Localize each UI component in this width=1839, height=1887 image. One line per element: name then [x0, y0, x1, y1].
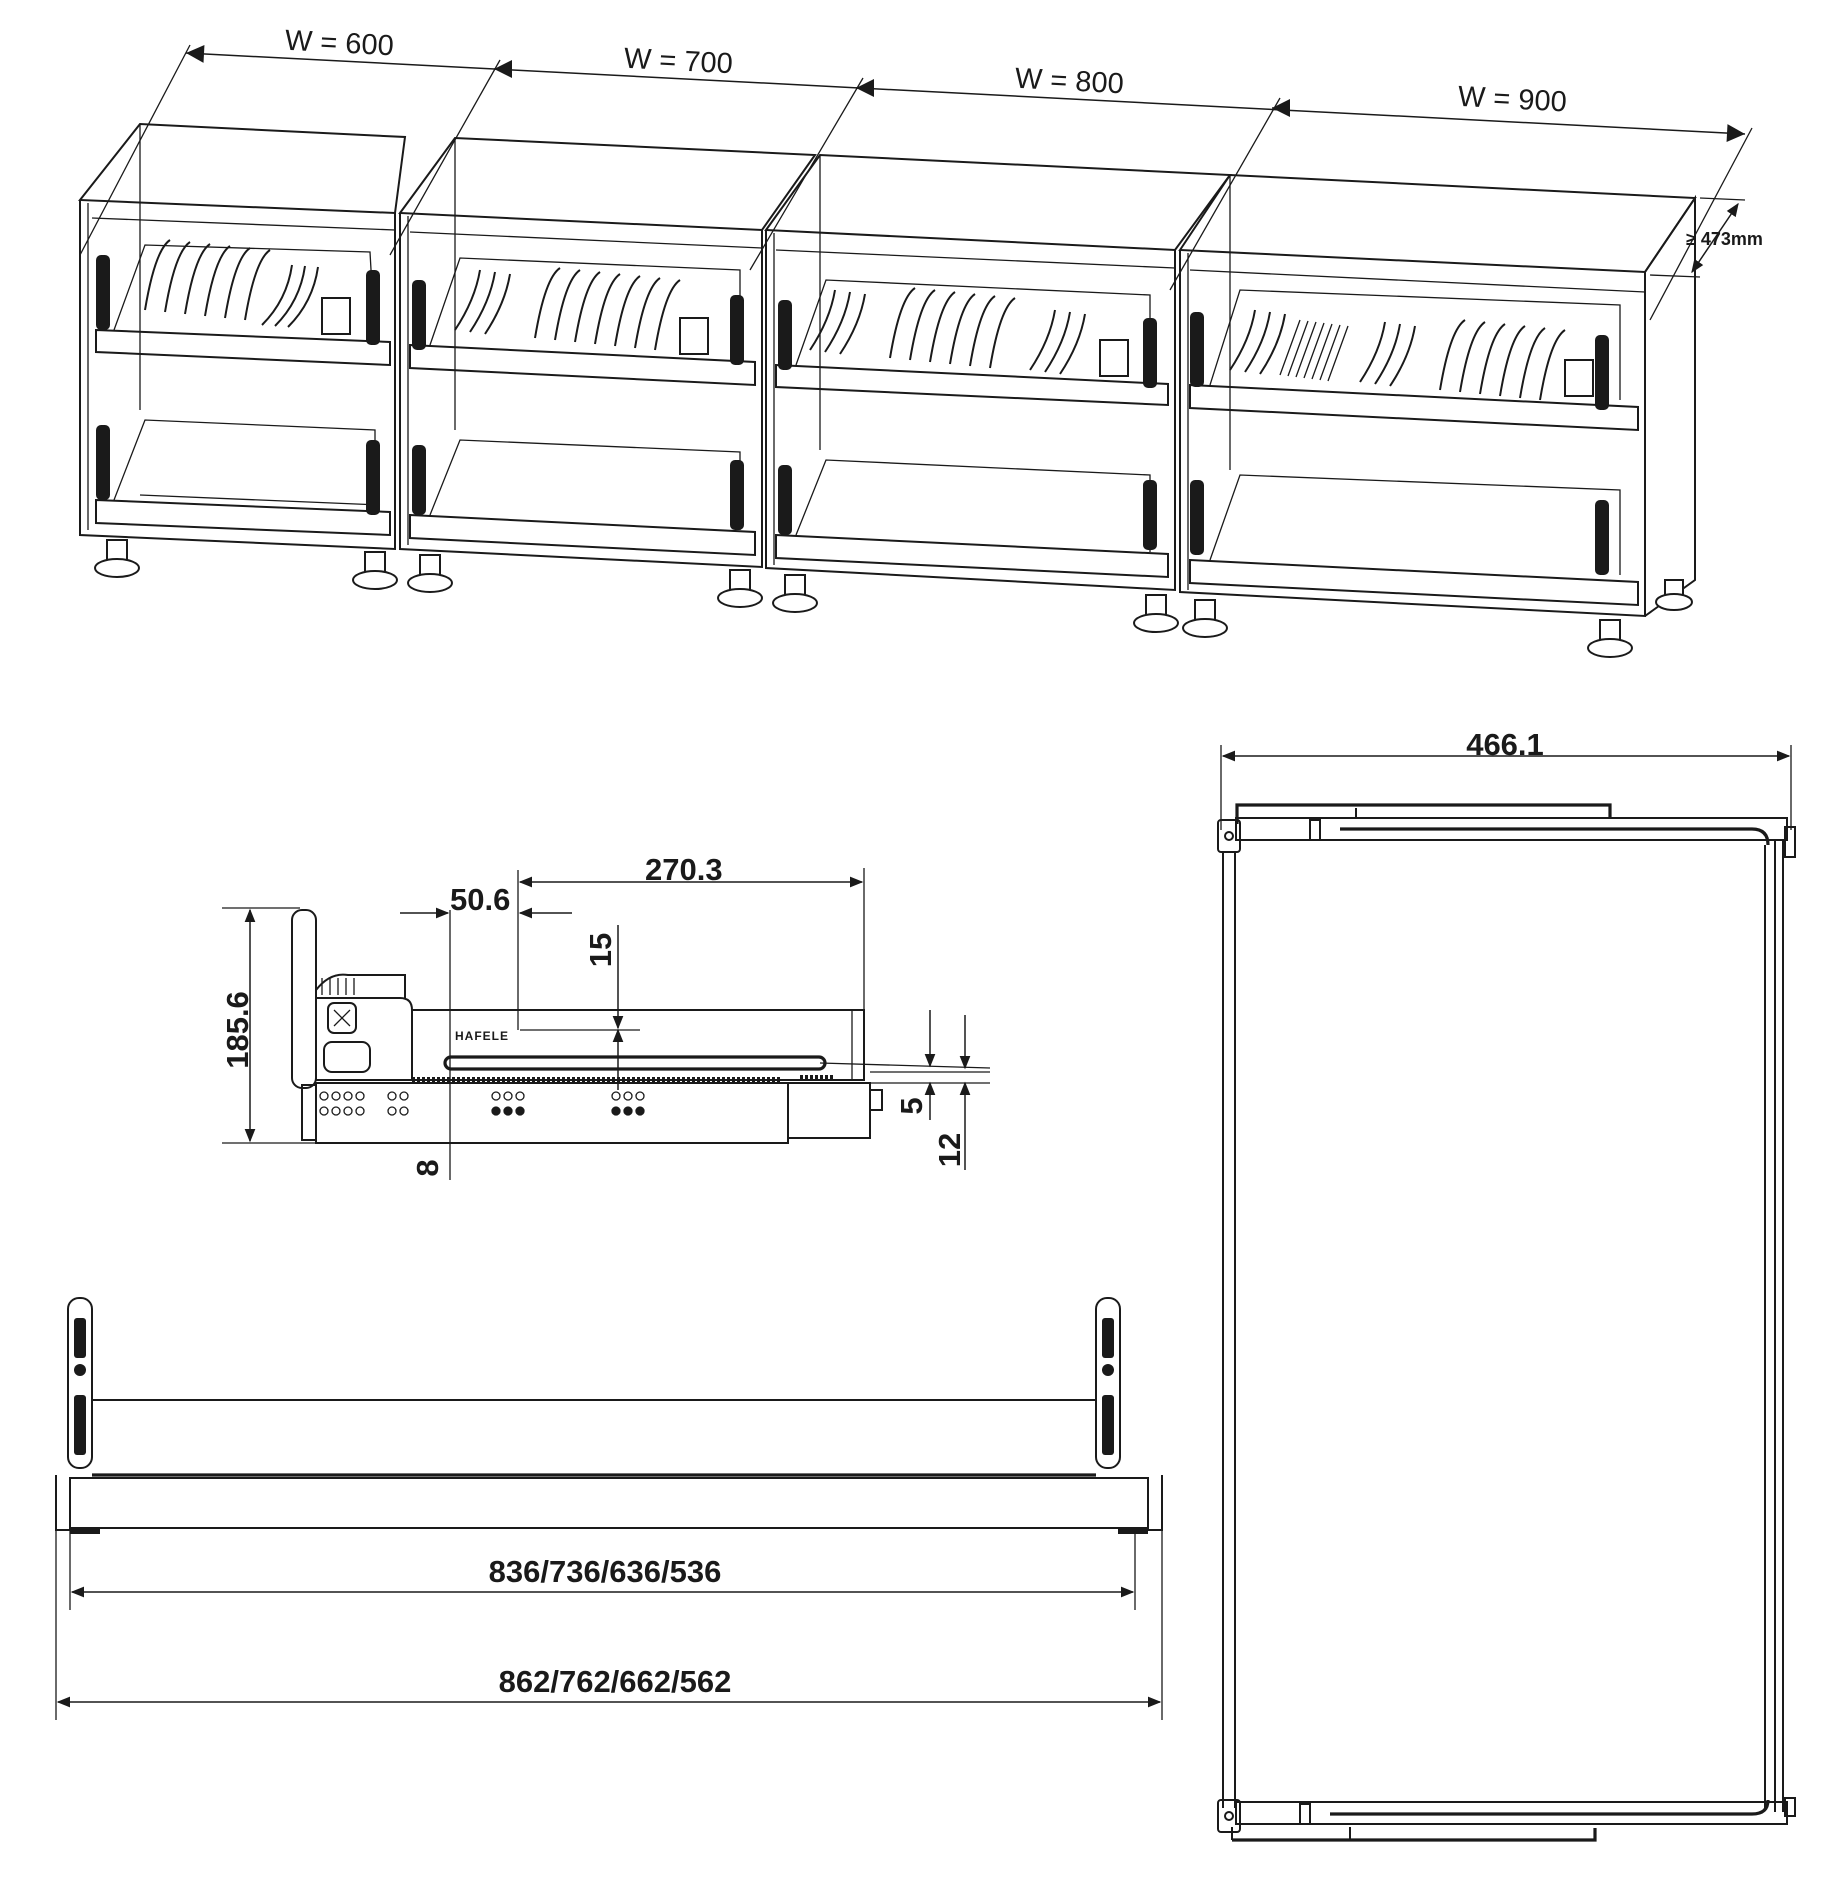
inner-width-label: 836/736/636/536 [489, 1554, 722, 1589]
depth-dimension [1649, 197, 1746, 278]
top-view: 466.1 [1217, 727, 1796, 1842]
cutlery-tray-hatch [1279, 319, 1349, 382]
offset-label: 50.6 [450, 882, 510, 917]
depth-label: ≥ 473mm [1686, 229, 1763, 249]
leveling-foot [1182, 599, 1228, 638]
leveling-foot [1133, 594, 1179, 633]
length-label: 270.3 [645, 852, 723, 887]
gap-small-label: 5 [894, 1097, 929, 1114]
leveling-foot [94, 539, 140, 578]
cabinet-700 [398, 136, 817, 608]
gap-large-label: 12 [932, 1133, 967, 1167]
corner-bolt-icon [1224, 831, 1234, 841]
width-label-700: W = 700 [623, 43, 733, 81]
rail-gap-label: 15 [583, 933, 618, 967]
width-label-600: W = 600 [284, 25, 394, 63]
mounting-holes [319, 1091, 645, 1116]
leveling-foot [772, 574, 818, 613]
cabinet-800 [764, 153, 1232, 633]
brand-mark: HAFELE [455, 1029, 509, 1043]
leveling-foot [1655, 579, 1693, 611]
width-label-800: W = 800 [1014, 63, 1124, 101]
leveling-foot [352, 551, 398, 590]
plate-rack-tines [144, 239, 351, 335]
cabinet-row-view: W = 600 W = 700 W = 800 W = 900 ≥ 473mm [78, 25, 1763, 658]
cabinet-600 [78, 122, 407, 590]
leveling-foot [1587, 619, 1633, 658]
leveling-foot [717, 569, 763, 608]
runner-slide [315, 1082, 789, 1144]
logo-badge-icon [327, 1002, 357, 1034]
cabinet-900 [1178, 173, 1697, 658]
height-label: 185.6 [220, 991, 255, 1069]
width-label-900: W = 900 [1457, 81, 1567, 119]
back-panel [291, 909, 317, 1089]
bottom-offset-label: 8 [410, 1159, 445, 1176]
outer-width-label: 862/762/662/562 [499, 1664, 732, 1699]
leveling-foot [407, 554, 453, 593]
corner-bolt-icon [1224, 1811, 1234, 1821]
front-rail [69, 1477, 1149, 1529]
side-view: HAFELE [220, 852, 991, 1180]
depth-label-top: 466.1 [1466, 727, 1544, 762]
front-view: 836/736/636/536 862/762/662/562 [55, 1297, 1163, 1720]
